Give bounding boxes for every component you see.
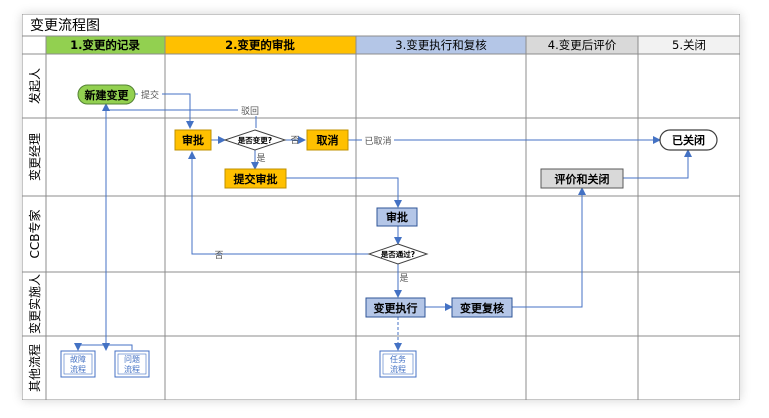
edge-reject (102, 103, 257, 128)
node-fault-flow-label: 故障流程 (70, 354, 86, 374)
edge-label-no-2: 否 (214, 250, 223, 261)
lane-label-ccb-expert: CCB专家 (27, 210, 42, 259)
node-execute: 变更执行 (365, 297, 426, 318)
edge-label-cancelled: 已取消 (364, 135, 391, 147)
lane-label-implementer: 变更实施人 (27, 274, 42, 334)
edge-label-bg (238, 104, 262, 116)
node-task-flow: 任务流程 (379, 350, 417, 378)
edge-to-problem-flow (78, 344, 133, 350)
node-closed: 已关闭 (659, 129, 718, 151)
phase-label-2: 2.变更的审批 (225, 38, 295, 52)
node-approve-ccb-label: 审批 (386, 210, 408, 224)
lane-label-change-manager: 变更经理 (27, 133, 42, 181)
edge-evaluate-to-closed (623, 149, 692, 179)
edge-label-yes-2: 是 (399, 273, 408, 284)
edge-label-bg (138, 88, 162, 100)
change-flow-diagram: 变更流程图 1.变更的记录 2.变更的审批 3.变更执行和复核 4.变更后评价 … (22, 14, 740, 400)
phase-label-1: 1.变更的记录 (70, 38, 140, 52)
node-new-change-label: 新建变更 (85, 88, 130, 102)
node-review-label: 变更复核 (460, 301, 504, 315)
diagram-title: 变更流程图 (30, 18, 100, 34)
connectors (74, 93, 692, 351)
node-evaluate-close: 评价和关闭 (540, 168, 624, 189)
edge-label-yes-1: 是 (256, 153, 265, 164)
edge-label-submit: 提交 (141, 89, 159, 101)
node-evaluate-close-label: 评价和关闭 (555, 172, 610, 186)
edge-label-reject: 驳回 (241, 106, 259, 117)
phase-label-4: 4.变更后评价 (548, 38, 617, 52)
edge-label-bg (362, 134, 394, 146)
phase-label-3: 3.变更执行和复核 (395, 38, 487, 52)
node-approve-manager: 审批 (174, 129, 212, 151)
swimlane-grid (22, 53, 740, 400)
node-execute-label: 变更执行 (374, 301, 418, 315)
node-approve-ccb: 审批 (376, 207, 418, 227)
title-bar (22, 14, 740, 37)
node-decision-change-label: 是否变更? (237, 135, 272, 145)
edge-submit-to-ccb (286, 177, 402, 208)
node-submit-approval-label: 提交审批 (234, 172, 278, 186)
lane-label-other-process: 其他流程 (27, 344, 42, 392)
lane-label-initiator: 发起人 (27, 68, 42, 104)
node-decision-pass: 是否通过? (367, 243, 429, 265)
node-closed-label: 已关闭 (672, 133, 705, 147)
node-cancel: 取消 (306, 129, 349, 151)
edge-no-back-to-approve (188, 151, 369, 255)
node-submit-approval: 提交审批 (224, 168, 287, 189)
node-cancel-label: 取消 (317, 133, 339, 147)
node-problem-flow: 问题流程 (114, 350, 150, 378)
phase-label-5: 5.关闭 (672, 38, 706, 52)
node-problem-flow-label: 问题流程 (124, 355, 140, 374)
node-review: 变更复核 (451, 297, 513, 318)
edge-label-no-1: 否 (290, 135, 299, 146)
node-new-change: 新建变更 (77, 84, 136, 105)
edge-review-to-evaluate (512, 187, 586, 308)
node-decision-pass-label: 是否通过? (380, 249, 415, 259)
header-corner (22, 35, 47, 55)
node-fault-flow: 故障流程 (60, 350, 96, 378)
node-decision-change: 是否变更? (223, 129, 287, 151)
node-task-flow-label: 任务流程 (390, 354, 406, 374)
node-approve-manager-label: 审批 (182, 133, 204, 147)
